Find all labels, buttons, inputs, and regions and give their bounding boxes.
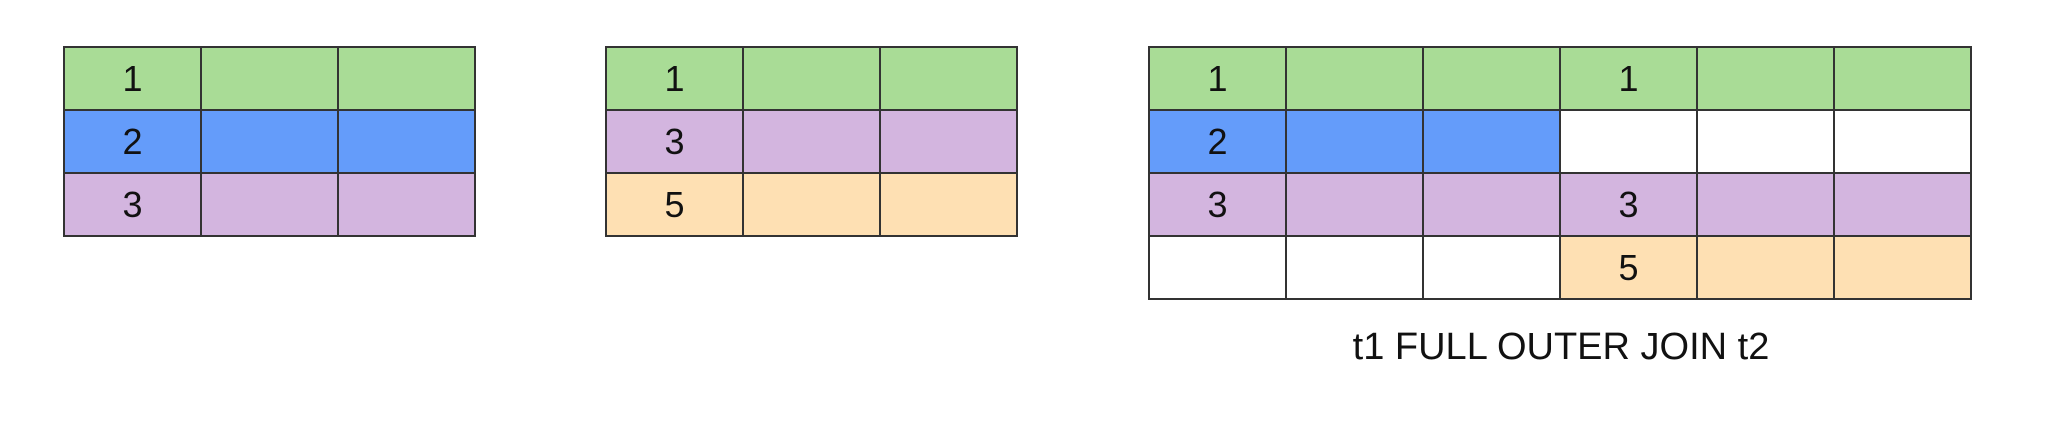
- key-cell: 3: [607, 111, 744, 174]
- left-key-cell: [1150, 237, 1287, 300]
- right-value-cell: [1698, 237, 1835, 300]
- right-value-cell: [1835, 237, 1972, 300]
- left-value-cell: [1287, 174, 1424, 237]
- value-cell: [744, 111, 881, 174]
- left-key-cell: 2: [1150, 111, 1287, 174]
- left-value-cell: [1287, 237, 1424, 300]
- key-cell: 5: [607, 174, 744, 237]
- left-key-cell: 3: [1150, 174, 1287, 237]
- value-cell: [202, 174, 339, 237]
- left-value-cell: [1287, 48, 1424, 111]
- join-caption: t1 FULL OUTER JOIN t2: [1352, 326, 1770, 368]
- right-value-cell: [1698, 174, 1835, 237]
- left-value-cell: [1424, 48, 1561, 111]
- right-key-cell: 1: [1561, 48, 1698, 111]
- value-cell: [881, 48, 1018, 111]
- left-value-cell: [1424, 174, 1561, 237]
- right-key-cell: 5: [1561, 237, 1698, 300]
- value-cell: [339, 48, 476, 111]
- value-cell: [881, 174, 1018, 237]
- key-cell: 2: [65, 111, 202, 174]
- value-cell: [744, 48, 881, 111]
- key-cell: 3: [65, 174, 202, 237]
- key-cell: 1: [65, 48, 202, 111]
- right-value-cell: [1698, 48, 1835, 111]
- left-value-cell: [1424, 237, 1561, 300]
- right-value-cell: [1835, 48, 1972, 111]
- right-key-cell: 3: [1561, 174, 1698, 237]
- value-cell: [881, 111, 1018, 174]
- right-key-cell: [1561, 111, 1698, 174]
- value-cell: [339, 111, 476, 174]
- right-value-cell: [1835, 174, 1972, 237]
- value-cell: [202, 111, 339, 174]
- right-value-cell: [1698, 111, 1835, 174]
- key-cell: 1: [607, 48, 744, 111]
- right-value-cell: [1835, 111, 1972, 174]
- value-cell: [339, 174, 476, 237]
- left-key-cell: 1: [1150, 48, 1287, 111]
- left-value-cell: [1424, 111, 1561, 174]
- left-value-cell: [1287, 111, 1424, 174]
- value-cell: [202, 48, 339, 111]
- value-cell: [744, 174, 881, 237]
